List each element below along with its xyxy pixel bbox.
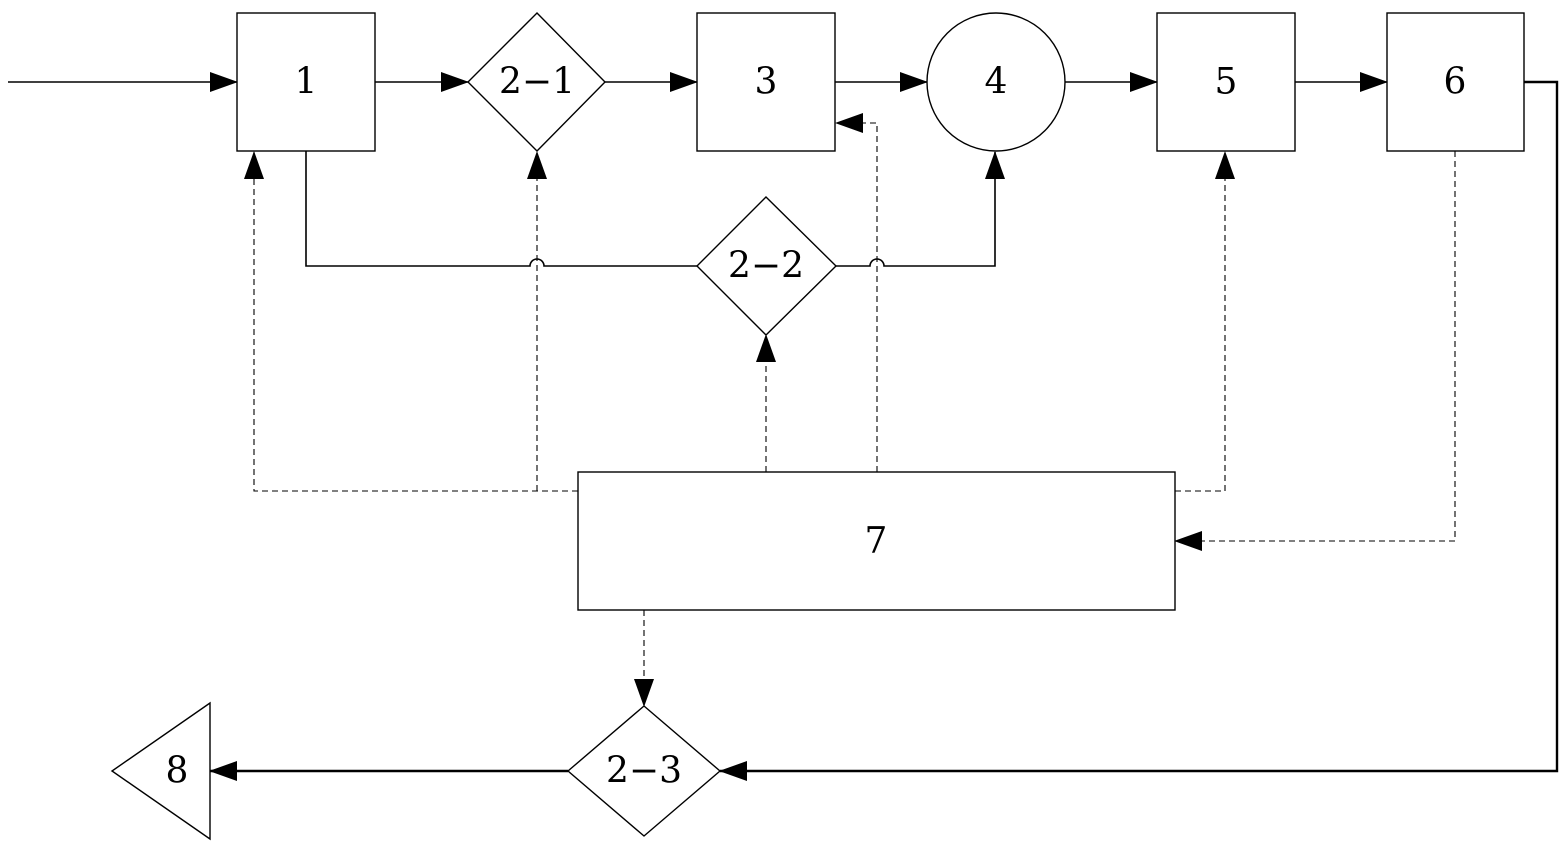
triangle-8: 8: [110, 701, 211, 841]
control-7-to-1: [244, 151, 578, 492]
diamond-2-1-label: 2−1: [499, 62, 575, 103]
triangle-8-label: 8: [166, 751, 189, 792]
connector-2-2-to-4: [836, 151, 1005, 267]
diamond-2-3: 2−3: [566, 705, 722, 837]
circle-4-label: 4: [985, 62, 1008, 103]
connector-6-to-2-3: [719, 80, 1559, 781]
block-7-label: 7: [865, 521, 888, 562]
block-6: 6: [1386, 12, 1525, 152]
block-5-label: 5: [1215, 62, 1238, 103]
block-6-label: 6: [1444, 62, 1467, 103]
diamond-2-1: 2−1: [467, 12, 606, 152]
block-1: 1: [236, 12, 376, 152]
block-3-label: 3: [755, 62, 778, 103]
diamond-2-2: 2−2: [696, 196, 837, 336]
block-5: 5: [1156, 12, 1296, 152]
connector-1-to-2-2: [305, 151, 697, 267]
block-7: 7: [577, 471, 1176, 611]
control-7-to-5: [1175, 151, 1235, 492]
block-1-label: 1: [295, 62, 318, 103]
diamond-2-2-label: 2−2: [728, 246, 804, 287]
block-3: 3: [696, 12, 836, 152]
circle-4: 4: [926, 12, 1066, 152]
feedback-6-to-7: [1174, 151, 1456, 551]
control-7-to-3: [835, 113, 878, 472]
diamond-2-3-label: 2−3: [606, 751, 682, 792]
